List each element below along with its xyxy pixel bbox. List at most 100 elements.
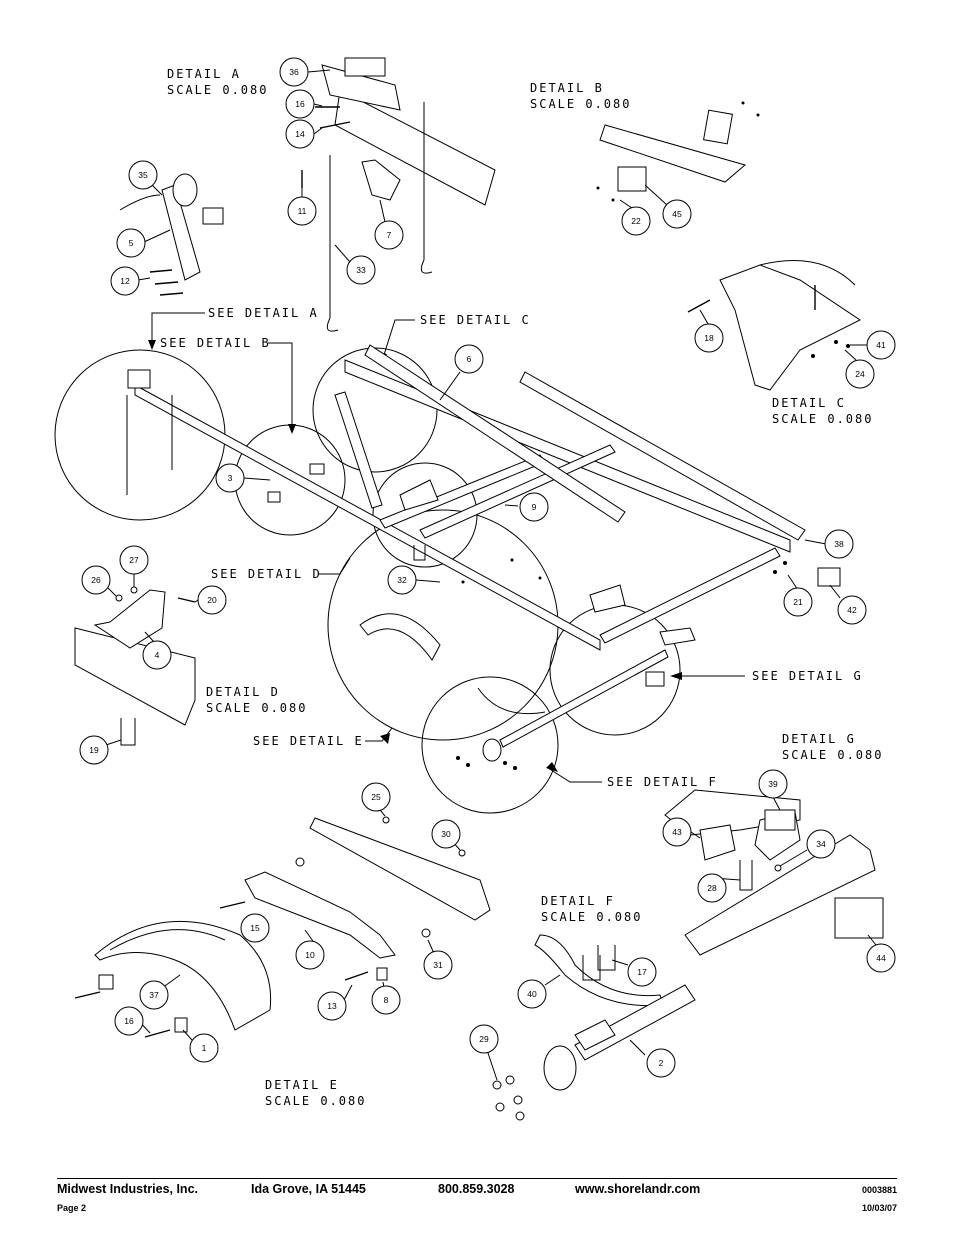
bubble-13: 13 — [317, 991, 347, 1021]
detail-c-parts — [687, 260, 861, 391]
leaf-spring-small — [477, 687, 546, 715]
bubble-44: 44 — [866, 943, 896, 973]
detail-a-parts — [119, 57, 496, 332]
bubble-18: 18 — [694, 323, 724, 353]
left-frame-rail — [134, 384, 601, 651]
svg-text:42: 42 — [847, 605, 857, 615]
company-website[interactable]: www.shorelandr.com — [575, 1182, 701, 1196]
cross-member-rear — [599, 547, 781, 644]
guide-bracket-g — [659, 627, 696, 646]
svg-text:6: 6 — [467, 354, 472, 364]
fender-bracket-10 — [244, 871, 396, 959]
detail-f-scale: SCALE 0.080 — [541, 910, 642, 924]
bubble-38: 38 — [824, 529, 854, 559]
footer-contact-row: Midwest Industries, Inc. Ida Grove, IA 5… — [57, 1182, 897, 1198]
light-small-b2 — [267, 491, 281, 503]
leader-a — [151, 312, 205, 348]
svg-text:12: 12 — [120, 276, 130, 286]
nut-30 — [458, 849, 466, 857]
leader-d — [318, 557, 351, 575]
footer-divider — [57, 1178, 897, 1179]
bunk-left — [364, 344, 626, 523]
svg-text:17: 17 — [637, 967, 647, 977]
bubble-6: 6 — [454, 344, 484, 374]
document-number: 0003881 — [861, 1185, 897, 1195]
detail-b-scale: SCALE 0.080 — [530, 97, 631, 111]
light-43 — [817, 567, 841, 587]
hub-f — [543, 1045, 577, 1091]
bubble-23: 22 — [621, 206, 651, 236]
bolt-16-a — [74, 991, 101, 999]
svg-text:11: 11 — [298, 206, 307, 216]
bubble-31: 31 — [423, 950, 453, 980]
bracket-4 — [93, 589, 166, 649]
nut-top-e — [295, 857, 305, 867]
bracket-7 — [361, 159, 401, 201]
bubble-28: 28 — [697, 873, 727, 903]
bubble-41: 41 — [866, 330, 896, 360]
footer-page-row: Page 2 10/03/07 — [57, 1203, 897, 1215]
bubble-5: 5 — [116, 228, 146, 258]
bunk-top-c — [759, 260, 856, 286]
svg-text:24: 24 — [855, 369, 865, 379]
nut-31 — [421, 928, 431, 938]
svg-text:14: 14 — [295, 129, 305, 139]
bubble-10: 10 — [295, 940, 325, 970]
reflector-b — [702, 109, 734, 145]
callout-see-detail-g: SEE DETAIL G — [752, 669, 863, 683]
document-date: 10/03/07 — [861, 1203, 897, 1213]
bubble-25: 26 — [81, 565, 111, 595]
bubble-7: 7 — [374, 220, 404, 250]
bubble-20: 17 — [627, 957, 657, 987]
bubble-43: 42 — [837, 595, 867, 625]
bracket-d — [399, 479, 439, 511]
detail-e-parts — [74, 816, 491, 1038]
bubble-34: 35 — [128, 160, 158, 190]
company-name: Midwest Industries, Inc. — [57, 1182, 198, 1196]
detail-g-title: DETAIL G — [782, 732, 856, 746]
winch-bracket-5 — [202, 207, 224, 225]
winch-34 — [172, 173, 198, 207]
svg-text:5: 5 — [129, 238, 134, 248]
svg-text:28: 28 — [707, 883, 717, 893]
detail-g-scale: SCALE 0.080 — [782, 748, 883, 762]
hook-33-right — [420, 259, 433, 274]
light-44 — [834, 897, 884, 939]
svg-text:13: 13 — [327, 1001, 337, 1011]
winch-handle-34 — [119, 194, 161, 211]
bubble-37: 37 — [139, 980, 169, 1010]
coupler-top-35 — [344, 57, 386, 77]
callout-see-detail-b: SEE DETAIL B — [160, 336, 271, 350]
right-frame-rail — [344, 359, 791, 553]
bolt-21 — [177, 597, 196, 603]
bunk-right — [519, 371, 806, 541]
bubble-45: 45 — [662, 199, 692, 229]
bubble-26: 25 — [361, 782, 391, 812]
svg-text:20: 20 — [207, 595, 217, 605]
axle-2 — [574, 984, 696, 1061]
bubble-30: 30 — [431, 819, 461, 849]
svg-text:34: 34 — [816, 839, 826, 849]
svg-text:44: 44 — [876, 953, 886, 963]
detail-b-parts — [596, 101, 760, 202]
bubble-42: 43 — [662, 817, 692, 847]
arrow-g — [670, 672, 682, 680]
svg-text:45: 45 — [672, 209, 682, 219]
bolt-14 — [319, 121, 351, 129]
pad-1 — [174, 1017, 188, 1033]
company-location: Ida Grove, IA 51445 — [251, 1182, 366, 1196]
u-bolt-d — [413, 545, 426, 561]
svg-text:16: 16 — [124, 1016, 134, 1026]
svg-text:4: 4 — [155, 650, 160, 660]
hook-33-left — [326, 317, 339, 332]
coupler-35 — [321, 64, 401, 111]
winch-post-small — [127, 369, 151, 389]
detail-labels: DETAIL A SCALE 0.080 DETAIL B SCALE 0.08… — [167, 67, 883, 1108]
detail-a-scale: SCALE 0.080 — [167, 83, 268, 97]
fender-small — [359, 613, 441, 661]
svg-text:2: 2 — [659, 1058, 664, 1068]
bracket-42 — [699, 824, 736, 861]
arrow-f — [546, 762, 558, 772]
callout-see-detail-f: SEE DETAIL F — [607, 775, 718, 789]
bubble-32: 32 — [387, 565, 417, 595]
